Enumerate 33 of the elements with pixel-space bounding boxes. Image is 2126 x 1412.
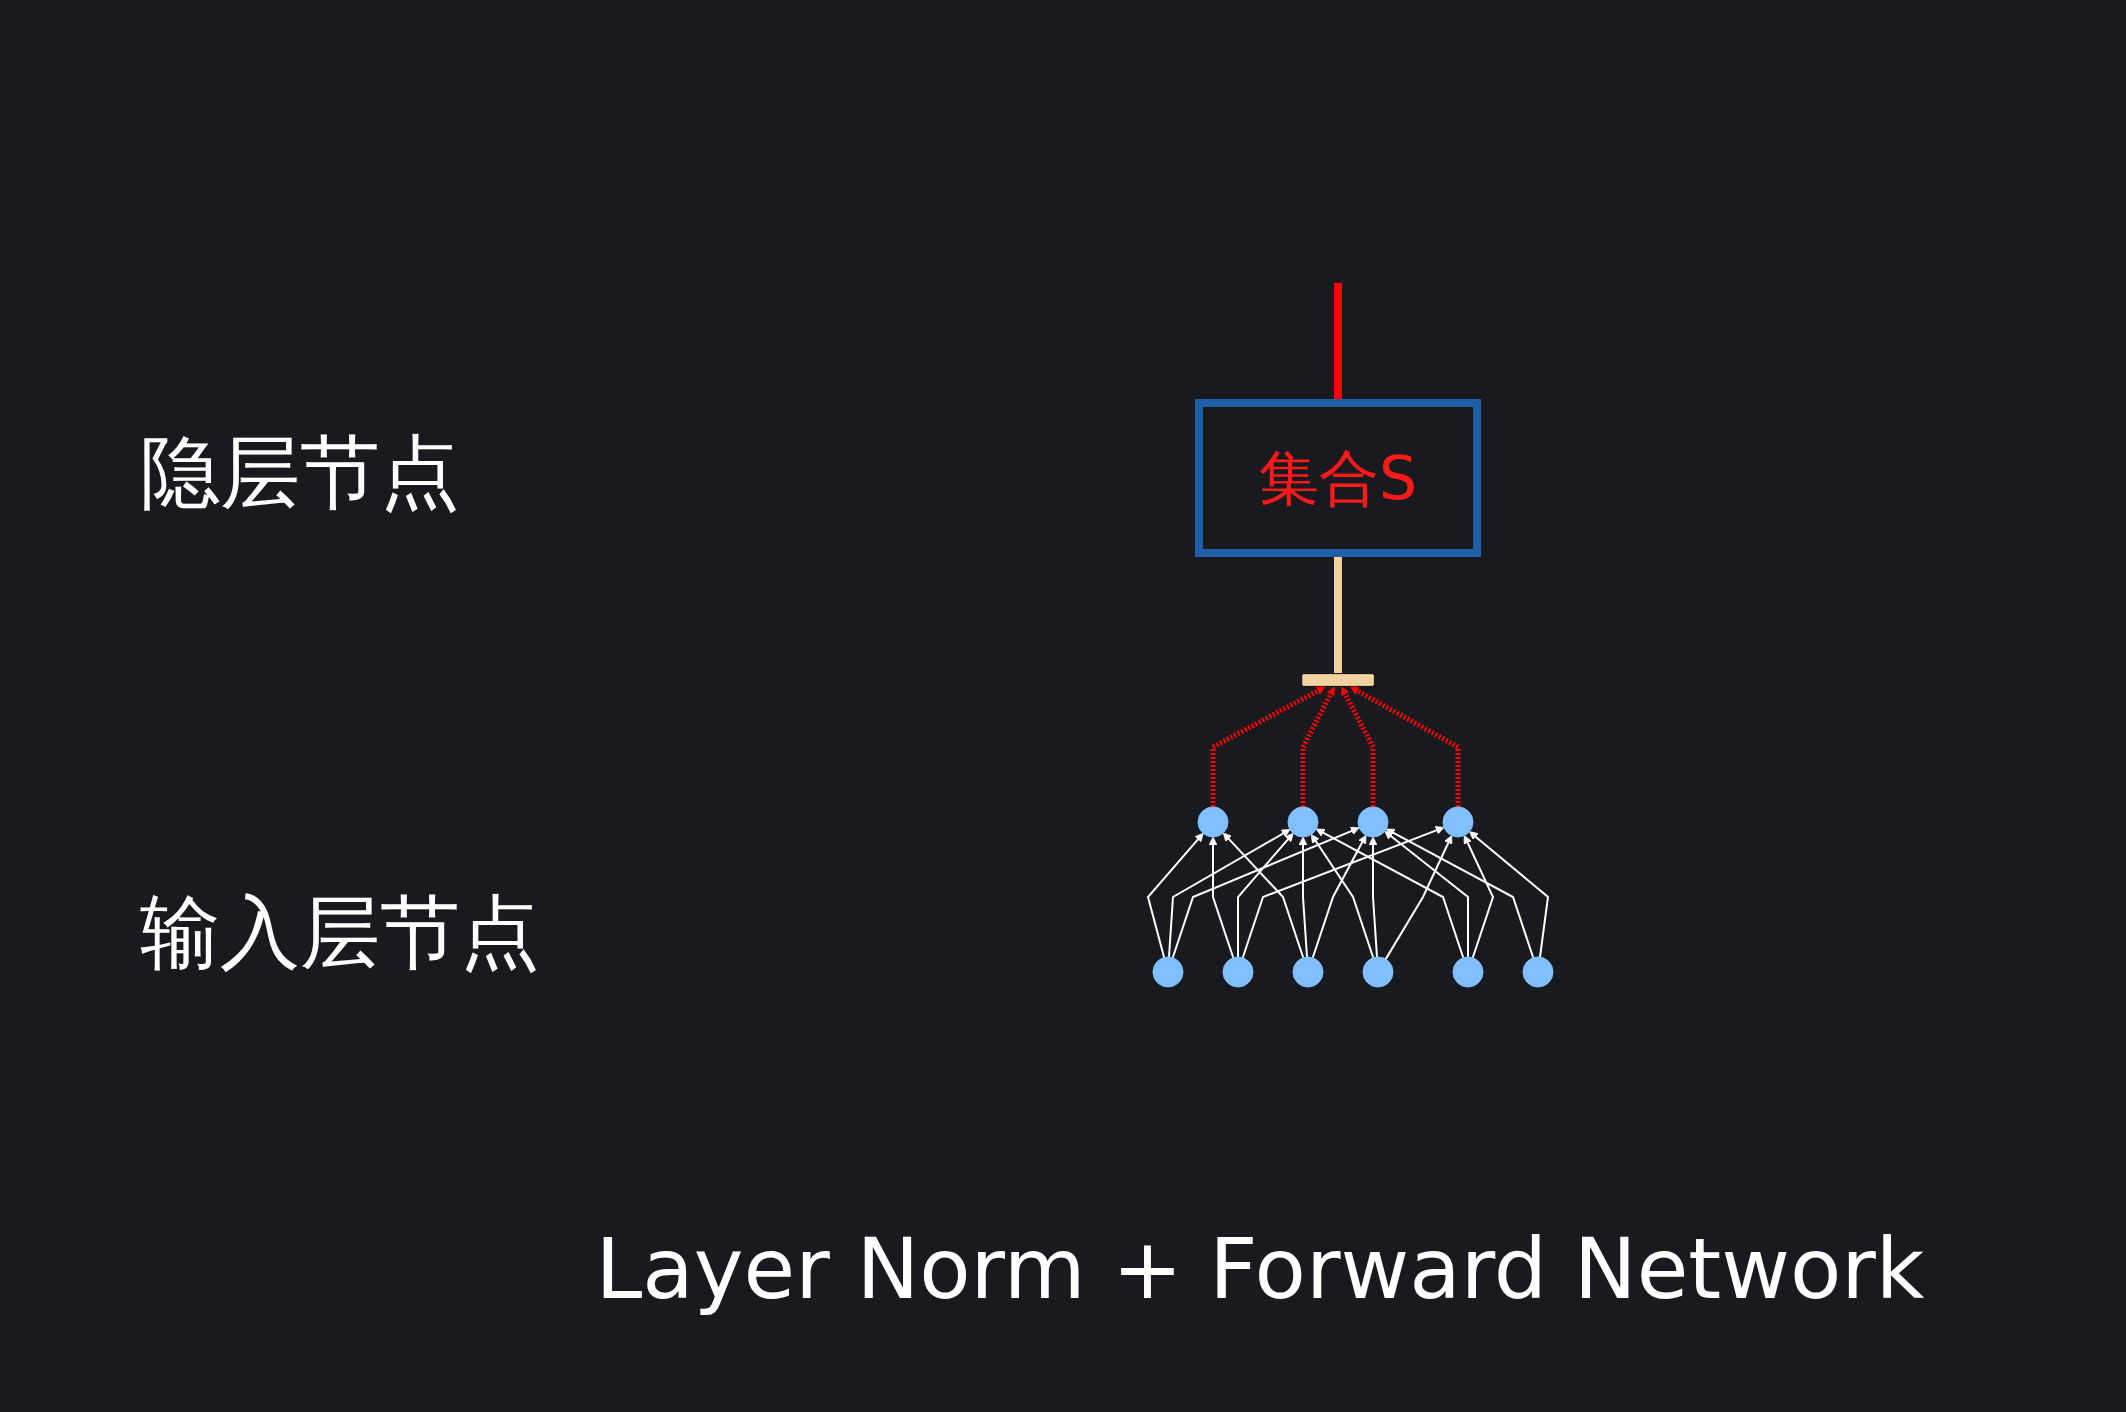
node-circle [1152,956,1183,988]
node-circle [1197,806,1228,838]
arrow [1146,832,1204,959]
arrow [1222,832,1304,959]
node-circle [1452,956,1483,988]
node-circle [1222,956,1253,988]
arrow [1383,830,1469,958]
arrow [1298,836,1308,959]
arrow [1210,686,1325,807]
arrow [1463,835,1494,959]
row-label: 输入层节点 [140,885,540,981]
node-circle [1442,806,1473,838]
arrow [1315,828,1464,959]
caption: Layer Norm + Forward Network [594,1220,1926,1318]
node-circle [1362,956,1393,988]
arrow [1349,686,1460,807]
node-circle [1357,806,1388,838]
arrow [1385,828,1534,959]
arrow [1241,826,1444,959]
arrow [1236,832,1294,958]
arrow [1340,686,1375,807]
node-box: 集合S [1194,399,1481,557]
arrow [1300,686,1335,807]
arrow [1167,829,1290,959]
row-label: 隐层节点 [140,425,460,521]
arrow [1468,831,1549,959]
node-circle [1292,956,1323,988]
arrow [1171,826,1360,959]
arrow [1368,836,1378,959]
node-circle [1522,956,1553,988]
node-circle [1287,806,1318,838]
arrow [1208,836,1234,959]
arrow [1384,835,1452,961]
